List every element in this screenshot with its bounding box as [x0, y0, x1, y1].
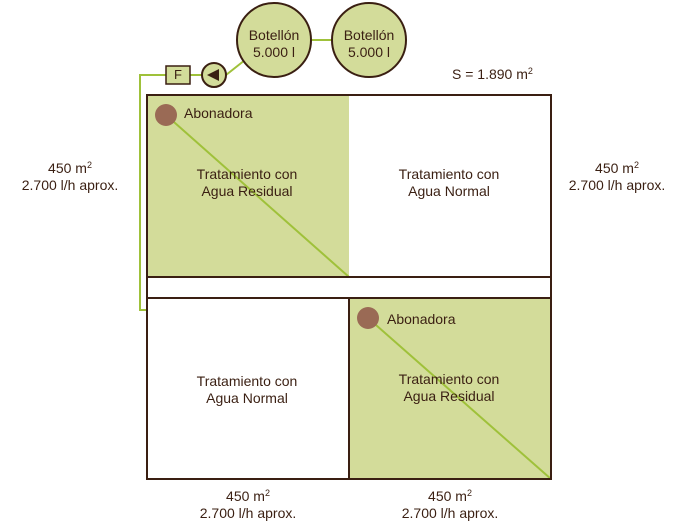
area-right-flow: 2.700 l/h aprox. — [568, 177, 666, 193]
plot-bottom-right-line1: Tratamiento con — [398, 371, 500, 387]
plot-top-left-line2: Agua Residual — [201, 183, 293, 199]
surface-text: S = 1.890 m — [452, 66, 528, 82]
surface-label: S = 1.890 m2 — [452, 66, 533, 83]
area-right-value: 450 m — [595, 160, 634, 176]
plot-bottom-left-line2: Agua Normal — [206, 390, 288, 406]
tank-1-label: Botellón 5.000 l — [234, 27, 314, 61]
sprinkler-icon — [155, 104, 177, 126]
plot-bottom-right-label: Tratamiento con Agua Residual — [349, 371, 549, 405]
area-bottom-right-value: 450 m — [428, 488, 467, 504]
filter-label: F — [174, 67, 182, 82]
tank-1-volume: 5.000 l — [252, 44, 296, 60]
tank-1 — [236, 2, 312, 78]
lateral-pipe-top — [165, 114, 350, 278]
pipe-network — [139, 39, 552, 480]
lateral-pipe-bottom — [367, 317, 552, 480]
area-label-bottom-right: 450 m2 2.700 l/h aprox. — [349, 488, 551, 522]
center-path-border — [146, 276, 552, 299]
area-left-flow: 2.700 l/h aprox. — [21, 177, 119, 193]
area-bottom-right-flow: 2.700 l/h aprox. — [401, 505, 499, 521]
plot-bottom-right-line2: Agua Residual — [403, 388, 495, 404]
area-label-right: 450 m2 2.700 l/h aprox. — [551, 160, 683, 194]
pump-arrow-head — [207, 69, 219, 81]
area-label-bottom-left: 450 m2 2.700 l/h aprox. — [147, 488, 349, 522]
area-label-left: 450 m2 2.700 l/h aprox. — [0, 160, 140, 194]
area-left-exponent: 2 — [86, 160, 92, 170]
side-pipe — [139, 100, 147, 311]
area-bottom-left-exponent: 2 — [264, 488, 270, 498]
area-bottom-left-value: 450 m — [226, 488, 265, 504]
tank-2 — [331, 2, 407, 78]
sprinkler-icon — [357, 307, 379, 329]
area-left-value: 450 m — [48, 160, 87, 176]
plot-top-right-line2: Agua Normal — [408, 183, 490, 199]
sprinkler-label-bottom: Abonadora — [387, 311, 456, 327]
tank-2-label: Botellón 5.000 l — [329, 27, 409, 61]
pump-tank-pipe — [225, 59, 246, 76]
plot-top-left-line1: Tratamiento con — [196, 166, 298, 182]
surface-exponent: 2 — [527, 66, 533, 76]
sprinkler-label-top: Abonadora — [184, 105, 253, 121]
field-outline — [146, 94, 552, 480]
plot-top-right-label: Tratamiento con Agua Normal — [349, 166, 549, 200]
plot-top-right-line1: Tratamiento con — [398, 166, 500, 182]
filter-box — [165, 65, 191, 85]
plot-bottom-left-label: Tratamiento con Agua Normal — [147, 373, 347, 407]
tank-1-name: Botellón — [248, 27, 300, 43]
tank-2-volume: 5.000 l — [347, 44, 391, 60]
tank-2-name: Botellón — [343, 27, 395, 43]
main-supply-pipe — [139, 74, 166, 95]
plot-top-left-label: Tratamiento con Agua Residual — [147, 166, 347, 200]
area-right-exponent: 2 — [633, 160, 639, 170]
area-bottom-right-exponent: 2 — [466, 488, 472, 498]
plot-bottom-left-line1: Tratamiento con — [196, 373, 298, 389]
area-bottom-left-flow: 2.700 l/h aprox. — [199, 505, 297, 521]
